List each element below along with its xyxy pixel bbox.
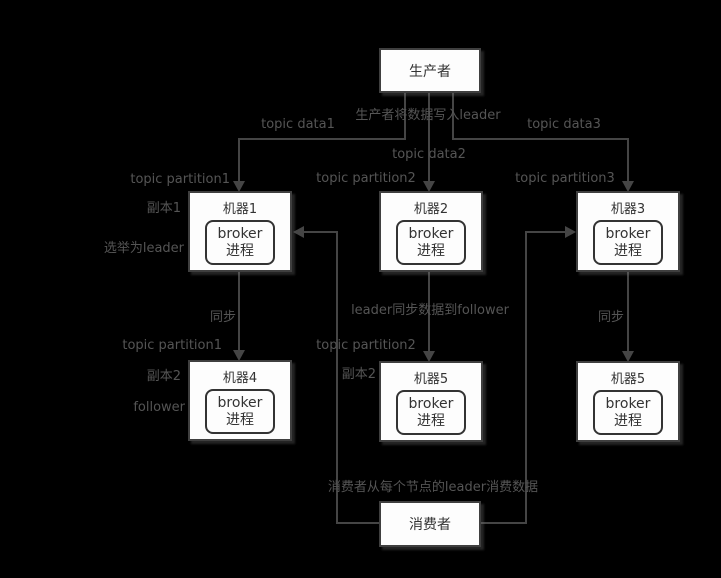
note-producer-write: 生产者将数据写入leader — [355, 108, 501, 123]
machine-node-5: 机器5 broker 进程 — [379, 361, 483, 442]
label-topic-partition2-bottom: topic partition2 — [316, 338, 416, 353]
arrowhead-into-machine6 — [622, 351, 634, 362]
broker-line2: 进程 — [226, 411, 254, 428]
note-consumer-read: 消费者从每个节点的leader消费数据 — [327, 480, 539, 495]
label-topic-data3: topic data3 — [527, 117, 601, 132]
machine-node-4: 机器4 broker 进程 — [188, 360, 292, 441]
machine-label: 机器1 — [222, 202, 258, 217]
label-elected-leader: 选举为leader — [103, 241, 184, 256]
broker-process-box: broker 进程 — [205, 220, 275, 265]
broker-line1: broker — [408, 226, 454, 243]
arrowhead-into-machine4 — [233, 350, 245, 361]
arrowhead-into-machine5 — [423, 351, 435, 362]
edge-machine1-machine4-segment — [238, 271, 240, 351]
label-replica2-mid: 副本2 — [341, 367, 376, 382]
label-replica2-left: 副本2 — [146, 369, 181, 384]
label-topic-partition2-top: topic partition2 — [316, 171, 416, 186]
edge-machine3-machine6-segment — [627, 272, 629, 352]
edge-consumer-machine1-segment — [336, 231, 338, 524]
note-leader-sync: leader同步数据到follower — [351, 303, 509, 318]
arrowhead-into-machine3 — [622, 181, 634, 192]
consumer-label: 消费者 — [409, 517, 451, 533]
label-topic-data2: topic data2 — [392, 147, 466, 162]
edge-producer-machine3-segment — [452, 138, 629, 140]
machine-label: 机器2 — [413, 202, 449, 217]
label-sync-right: 同步 — [597, 310, 625, 325]
machine-label: 机器5 — [610, 372, 646, 387]
broker-line1: broker — [605, 226, 651, 243]
edge-consumer-machine3-segment — [527, 231, 566, 233]
edge-producer-machine2-segment — [428, 92, 430, 182]
machine-node-3: 机器3 broker 进程 — [576, 191, 680, 272]
label-topic-partition1-top: topic partition1 — [130, 172, 230, 187]
machine-node-2: 机器2 broker 进程 — [379, 191, 483, 272]
arrowhead-into-machine2 — [423, 181, 435, 192]
label-replica1: 副本1 — [146, 201, 181, 216]
arrowhead-into-machine1 — [233, 181, 245, 192]
edge-producer-machine3-segment — [627, 138, 629, 182]
edge-producer-machine1-segment — [238, 138, 240, 182]
broker-process-box: broker 进程 — [396, 220, 466, 265]
producer-node: 生产者 — [379, 48, 481, 93]
machine-node-6: 机器5 broker 进程 — [576, 361, 680, 442]
machine-label: 机器3 — [610, 202, 646, 217]
edge-consumer-machine3-segment — [525, 231, 527, 524]
broker-line1: broker — [217, 226, 263, 243]
edge-consumer-machine1-segment — [304, 231, 337, 233]
edge-consumer-machine1-segment — [337, 522, 380, 524]
edge-producer-machine1-segment — [238, 138, 406, 140]
producer-label: 生产者 — [409, 63, 451, 80]
machine-label: 机器4 — [222, 371, 258, 386]
consumer-node: 消费者 — [379, 501, 481, 547]
broker-line1: broker — [605, 396, 651, 413]
edge-consumer-machine3-segment — [481, 522, 527, 524]
broker-process-box: broker 进程 — [205, 389, 275, 434]
edge-producer-machine3-segment — [452, 92, 454, 139]
broker-line2: 进程 — [614, 242, 642, 259]
broker-line1: broker — [217, 395, 263, 412]
label-follower: follower — [133, 400, 185, 415]
broker-process-box: broker 进程 — [396, 390, 466, 435]
label-sync-left: 同步 — [209, 310, 237, 325]
machine-label: 机器5 — [413, 372, 449, 387]
broker-line2: 进程 — [417, 412, 445, 429]
arrowhead-into-machine3-left — [565, 226, 576, 238]
label-topic-partition3: topic partition3 — [515, 171, 615, 186]
arrowhead-into-machine1-right — [293, 226, 304, 238]
broker-line1: broker — [408, 396, 454, 413]
broker-process-box: broker 进程 — [593, 390, 663, 435]
machine-node-1: 机器1 broker 进程 — [188, 191, 292, 272]
edge-producer-machine1-segment — [404, 92, 406, 139]
broker-line2: 进程 — [417, 242, 445, 259]
label-topic-partition1-bottom: topic partition1 — [122, 338, 222, 353]
broker-line2: 进程 — [226, 242, 254, 259]
label-topic-data1: topic data1 — [261, 117, 335, 132]
broker-process-box: broker 进程 — [593, 220, 663, 265]
broker-line2: 进程 — [614, 412, 642, 429]
edge-machine2-machine5-segment — [428, 271, 430, 352]
